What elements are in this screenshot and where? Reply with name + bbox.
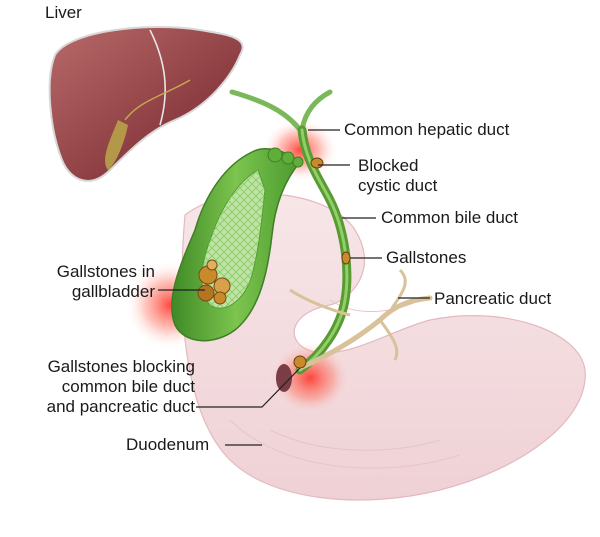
label-blocked-cystic-duct-line1: Blocked <box>358 156 419 175</box>
label-duodenum: Duodenum <box>126 435 210 454</box>
liver-shape <box>48 26 244 182</box>
label-gallstones-in-gallbladder-line2: gallbladder <box>71 282 155 301</box>
label-gallstones: Gallstones <box>386 248 467 267</box>
inflammation-glow-ampulla <box>268 340 352 416</box>
label-blocked-cystic-duct: Blocked cystic duct <box>358 156 437 196</box>
label-liver: Liver <box>45 3 82 22</box>
label-gallstones-in-gallbladder-line1: Gallstones in <box>56 262 155 281</box>
label-gallstones-blocking-line2: common bile duct <box>61 377 195 396</box>
ampulla-stone <box>293 355 307 369</box>
label-blocked-cystic-duct-line2: cystic duct <box>358 176 438 195</box>
label-gallstones-blocking-line1: Gallstones blocking <box>47 357 195 376</box>
gallstones-cluster <box>197 259 231 305</box>
blocked-cystic-stone <box>310 157 324 169</box>
label-pancreatic-duct: Pancreatic duct <box>434 289 552 308</box>
label-common-hepatic-duct: Common hepatic duct <box>344 120 510 139</box>
duct-gallstone <box>341 251 351 265</box>
leader-lines <box>158 129 430 446</box>
pancreatic-duct-shape <box>289 268 433 371</box>
ampulla-opening <box>276 364 292 392</box>
label-gallstones-blocking: Gallstones blocking common bile duct and… <box>20 357 195 417</box>
label-gallstones-blocking-line3: and pancreatic duct <box>46 397 195 416</box>
label-gallstones-in-gallbladder: Gallstones in gallbladder <box>30 262 155 302</box>
label-common-bile-duct: Common bile duct <box>381 208 519 227</box>
